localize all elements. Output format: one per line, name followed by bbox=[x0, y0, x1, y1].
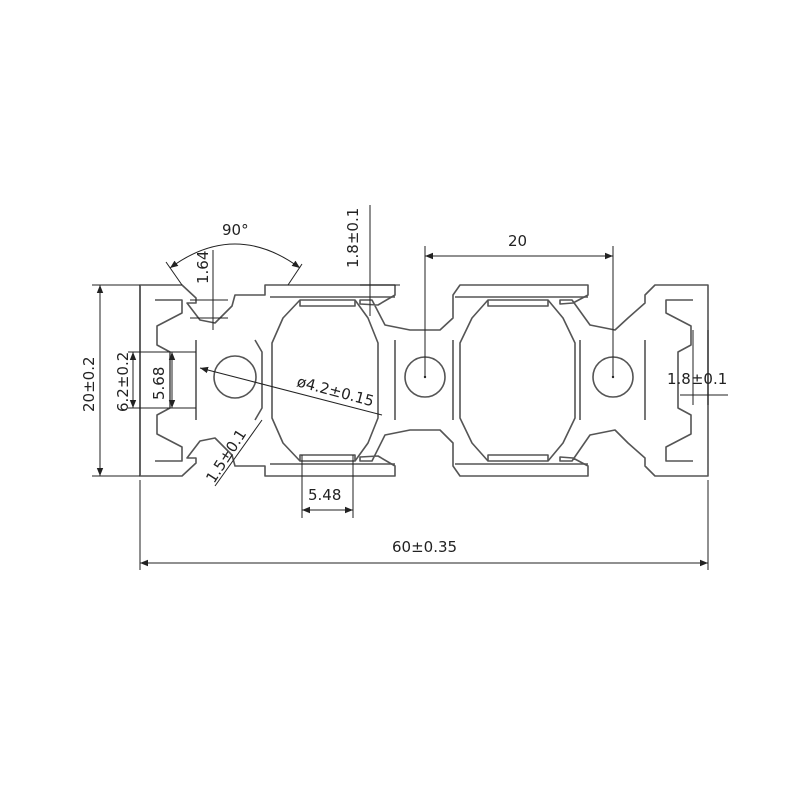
profile-outer-contour bbox=[139, 284, 709, 477]
cavity-2 bbox=[459, 299, 576, 462]
inner-wall-label: 1.5±0.1 bbox=[202, 426, 250, 486]
bore-leader bbox=[199, 366, 383, 416]
total-width-label: 60±0.35 bbox=[392, 538, 457, 556]
bore-1 bbox=[213, 355, 257, 399]
right-slot-contour bbox=[665, 299, 693, 462]
slot-outer-label: 6.2±0.2 bbox=[114, 352, 132, 412]
pitch-label: 20 bbox=[508, 232, 527, 250]
dimension-lines bbox=[92, 205, 728, 570]
height-label: 20±0.2 bbox=[80, 356, 98, 412]
web-lines bbox=[195, 296, 646, 465]
right-wall-label: 1.8±0.1 bbox=[667, 370, 727, 388]
chamfer-depth-label: 1.64 bbox=[194, 251, 212, 284]
slot-inner-label: 5.68 bbox=[150, 367, 168, 400]
neck-label: 5.48 bbox=[308, 486, 341, 504]
inner-wall-dim-line bbox=[214, 419, 263, 487]
center-bore-label: ø4.2±0.15 bbox=[295, 372, 376, 410]
angle-leader-right bbox=[287, 263, 303, 286]
angle-label: 90° bbox=[222, 221, 249, 239]
dimension-labels: 90° 1.64 1.8±0.1 20 20±0.2 6.2±0.2 5.68 … bbox=[80, 208, 727, 556]
angle-dimension-arc bbox=[169, 243, 301, 269]
angle-leader-left bbox=[165, 261, 183, 286]
top-wall-label: 1.8±0.1 bbox=[344, 208, 362, 268]
